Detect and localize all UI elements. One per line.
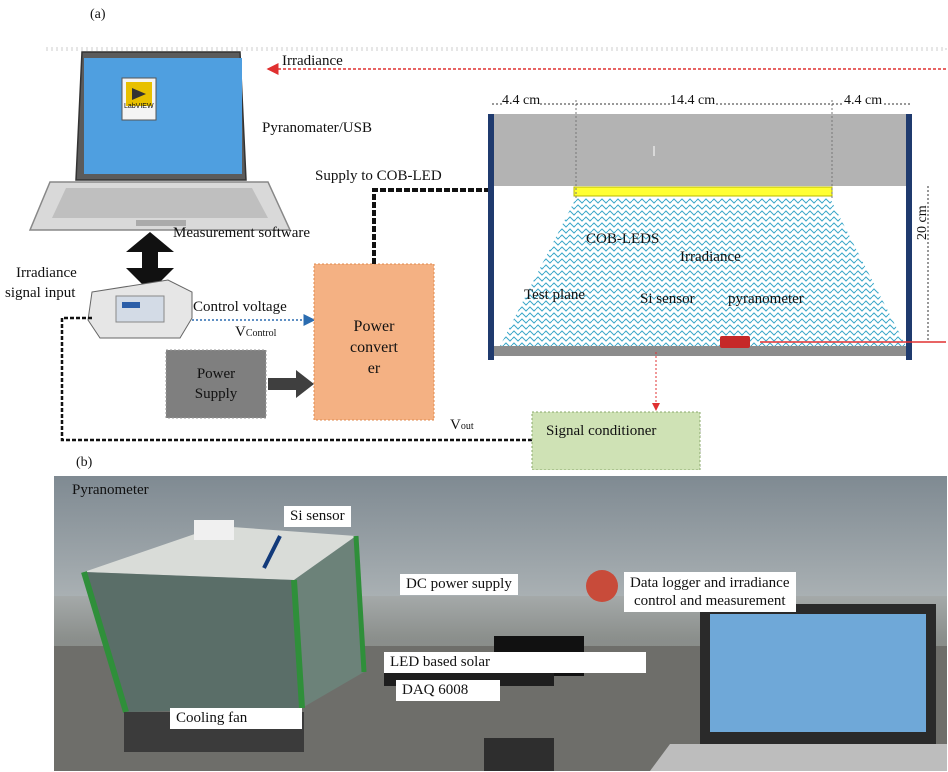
- measurement-software-label: Measurement software: [173, 225, 311, 241]
- data-logger-label: Data logger and irradiance control and m…: [624, 572, 796, 612]
- signal-conditioner-label: Signal conditioner: [546, 423, 657, 439]
- setup-photo: Pyranometer Si sensor DC power supply Da…: [54, 476, 947, 771]
- dim-left-label: 4.4 cm: [502, 93, 541, 108]
- dc-power-supply-label: DC power supply: [400, 574, 518, 595]
- software-link-arrow: [126, 232, 174, 292]
- irradiance-top-label: Irradiance: [282, 53, 343, 69]
- laptop-icon: [28, 51, 292, 231]
- v-out-label: Vout: [450, 417, 474, 433]
- power-supply-line-1: Power: [196, 366, 236, 382]
- daq-label: DAQ 6008: [396, 680, 500, 701]
- led-chamber: [488, 100, 946, 360]
- data-logger-line-2: control and measurement: [633, 593, 786, 609]
- daq-device-icon: [87, 279, 193, 339]
- test-plane-label: Test plane: [524, 287, 586, 303]
- pyranometer-photo-label: Pyranometer: [72, 482, 149, 498]
- led-solar-label: LED based solar: [384, 652, 646, 673]
- v-control-label: VControl: [235, 324, 277, 340]
- cob-supply-line: [372, 188, 574, 264]
- power-supply-text: Power Supply: [166, 364, 266, 404]
- signal-loop-line: [60, 316, 540, 442]
- pyranometer-diagram-label: pyranometer: [728, 291, 804, 307]
- data-logger-line-1: Data logger and irradiance: [630, 575, 790, 591]
- cob-supply-label: Supply to COB-LED: [315, 168, 442, 184]
- cooling-fan-label: Cooling fan: [170, 708, 302, 729]
- dim-mid-label: 14.4 cm: [670, 93, 716, 108]
- pyranometer-usb-label: Pyranomater/USB: [262, 120, 372, 136]
- signal-input-label-1: Irradiance: [16, 265, 77, 281]
- control-voltage-label: Control voltage: [193, 299, 287, 315]
- panel-a-label: (a): [90, 7, 106, 22]
- dim-height-label: 20 cm: [915, 205, 930, 240]
- irradiance-inner-label: Irradiance: [680, 249, 741, 265]
- signal-input-label-2: signal input: [5, 285, 76, 301]
- power-supply-box: [165, 349, 267, 419]
- power-converter-line-1: Power: [353, 318, 395, 335]
- signal-conditioner-box: [531, 411, 701, 470]
- cob-leds-label: COB-LEDS: [586, 231, 660, 247]
- si-sensor-diagram-label: Si sensor: [640, 291, 695, 307]
- system-diagram: [28, 47, 947, 470]
- power-converter-box: [313, 263, 435, 421]
- si-sensor-photo-label: Si sensor: [284, 506, 351, 527]
- power-converter-text: Power convert er: [314, 316, 434, 379]
- power-converter-line-3: er: [367, 360, 381, 377]
- dim-right-label: 4.4 cm: [844, 93, 883, 108]
- power-converter-line-2: convert: [350, 339, 398, 356]
- diagram-frame: [45, 47, 947, 51]
- panel-b-label: (b): [76, 455, 93, 470]
- power-supply-line-2: Supply: [194, 386, 238, 402]
- supply-arrow: [268, 370, 314, 398]
- laptop-logo-text: LabVIEW: [124, 103, 154, 110]
